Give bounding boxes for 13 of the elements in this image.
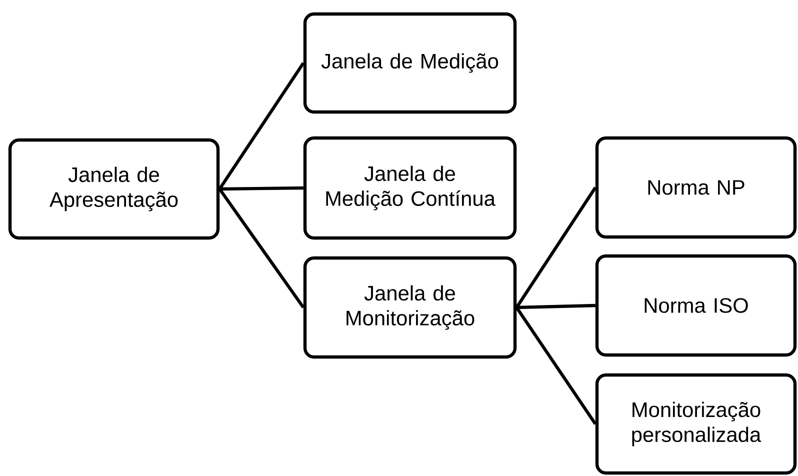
box: Janela de Medição: [303, 12, 517, 114]
box: Janela de Monitorização: [303, 256, 517, 359]
connector-line: [218, 62, 305, 190]
connector-line: [515, 306, 597, 425]
connector-line: [516, 304, 596, 310]
box: Janela de Apresentação: [8, 138, 220, 240]
box: Norma ISO: [595, 254, 797, 357]
connector-line: [218, 188, 305, 308]
connector-line: [515, 186, 597, 308]
connector-line: [220, 186, 304, 191]
box: Janela de Medição Contínua: [303, 136, 517, 240]
box: Monitorização personalizada: [595, 373, 797, 475]
box: Norma NP: [595, 136, 797, 239]
